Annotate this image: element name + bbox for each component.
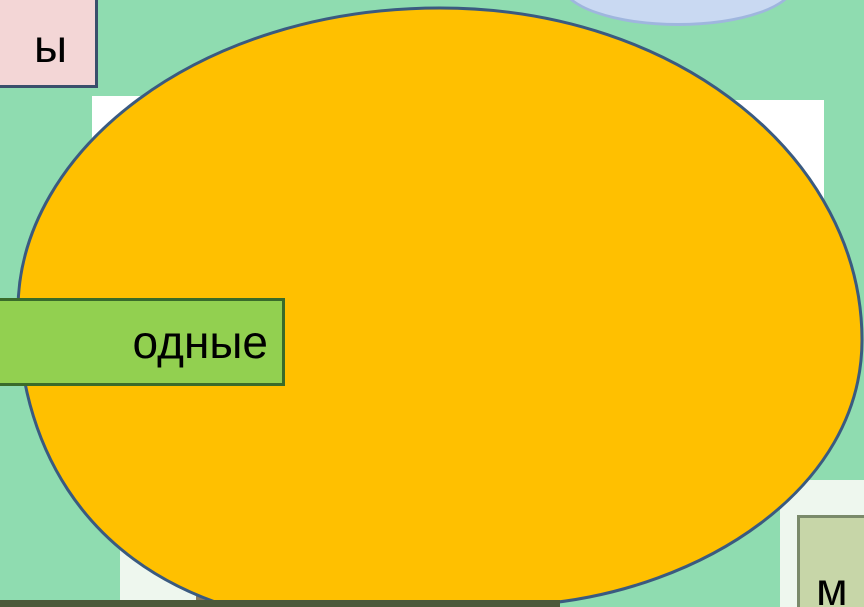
label-box-green[interactable]: одные bbox=[0, 298, 285, 386]
label-box-bottom-right[interactable]: м bbox=[797, 515, 864, 607]
label-green-text: одные bbox=[133, 319, 268, 365]
label-bottom-right-text: м bbox=[816, 566, 848, 607]
bottom-dark-bar bbox=[0, 600, 560, 607]
